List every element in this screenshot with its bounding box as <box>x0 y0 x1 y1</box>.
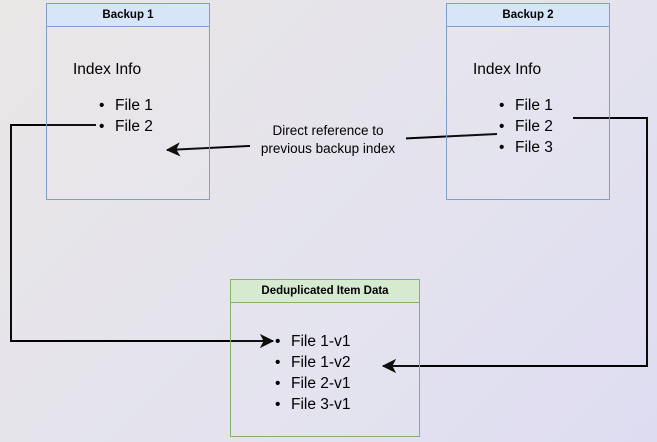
backup-1-header: Backup 1 <box>47 4 209 27</box>
caption-backdrop <box>250 121 406 161</box>
backup-1-body: Index Info File 1 File 2 <box>47 27 209 199</box>
backup-1-item-list: File 1 File 2 <box>99 95 153 137</box>
deduplicated-item-data-header: Deduplicated Item Data <box>231 280 419 303</box>
caption-line-1: Direct reference to <box>272 123 384 138</box>
caption-line-2: previous backup index <box>260 141 396 156</box>
backup-2-body: Index Info File 1 File 2 File 3 <box>447 27 609 199</box>
backup-1-index-info-label: Index Info <box>73 61 142 78</box>
list-item: File 1-v2 <box>275 352 350 373</box>
list-item: File 1-v1 <box>275 331 350 352</box>
backup-2-box: Backup 2 Index Info File 1 File 2 File 3 <box>446 3 610 200</box>
backup-2-item-list: File 1 File 2 File 3 <box>499 95 553 158</box>
deduplicated-item-data-body: File 1-v1 File 1-v2 File 2-v1 File 3-v1 <box>231 303 419 436</box>
backup-2-index-info-label: Index Info <box>473 61 542 78</box>
list-item: File 1 <box>99 95 153 116</box>
list-item: File 3-v1 <box>275 394 350 415</box>
deduplicated-item-data-box: Deduplicated Item Data File 1-v1 File 1-… <box>230 279 420 437</box>
backup-1-box: Backup 1 Index Info File 1 File 2 <box>46 3 210 200</box>
list-item: File 2-v1 <box>275 373 350 394</box>
list-item: File 1 <box>499 95 553 116</box>
list-item: File 2 <box>499 116 553 137</box>
deduplicated-item-list: File 1-v1 File 1-v2 File 2-v1 File 3-v1 <box>275 331 350 415</box>
direct-reference-caption: Direct reference to previous backup inde… <box>250 122 406 158</box>
list-item: File 3 <box>499 137 553 158</box>
list-item: File 2 <box>99 116 153 137</box>
backup-2-header: Backup 2 <box>447 4 609 27</box>
